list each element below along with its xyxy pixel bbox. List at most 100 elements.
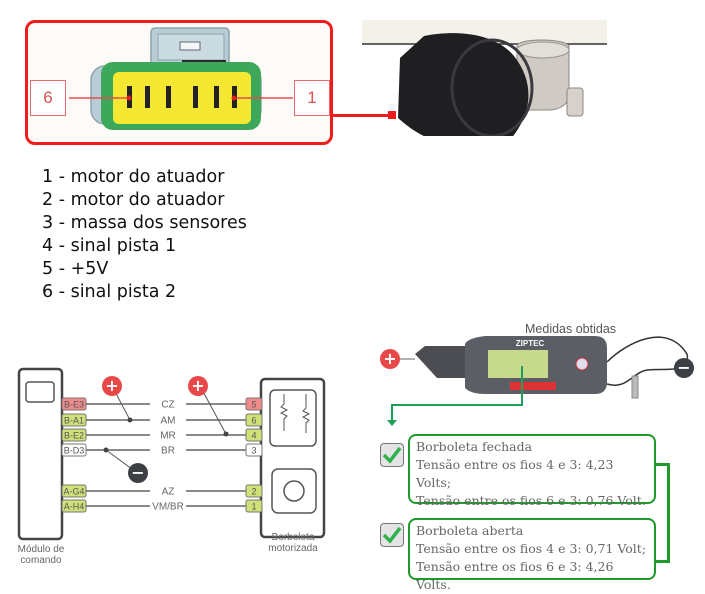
plus-symbol: + [191, 376, 204, 395]
bracket-bottom [656, 560, 670, 563]
potentiometer-1-icon [279, 394, 289, 431]
ecu-pin-label: B-E2 [64, 431, 84, 441]
result-line: Tensão entre os fios 4 e 3: 0,71 Volt; [416, 541, 647, 556]
ecu-pin-label: B-A1 [64, 416, 84, 426]
wire-color-label: MR [160, 431, 176, 442]
ecu-chip-icon [25, 381, 55, 403]
probe-dot [103, 447, 109, 453]
meter-emblem [575, 357, 589, 371]
throttle-label-line: Borboleta [271, 532, 315, 543]
ecu-pin-label: A-G4 [63, 487, 84, 497]
pin-description-item: 6 - sinal pista 2 [42, 282, 177, 302]
plus-symbol: + [383, 349, 396, 368]
result-line: Tensão entre os fios 6 e 3: 4,26 Volts. [416, 559, 614, 592]
callout-dot-1 [231, 95, 237, 101]
display-leader-down [391, 404, 393, 422]
connector-illustration [69, 27, 293, 130]
motor-block [271, 468, 317, 514]
sensor-pin-label: 6 [251, 416, 256, 426]
sensor-pin-label: 2 [251, 487, 256, 497]
bracket-vertical [667, 463, 670, 563]
throttle-bore [516, 41, 570, 59]
wire-color-label: VM/BR [152, 502, 184, 513]
sensor-pin-label: 4 [251, 431, 256, 441]
ecu-module-label: Módulo de comando [8, 544, 74, 566]
plus-marker-1 [102, 376, 122, 396]
meter-probe-grip [415, 346, 477, 378]
result-open-throttle: Borboleta aberta Tensão entre os fios 4 … [408, 518, 656, 592]
pin-description-item: 3 - massa dos sensores [42, 213, 247, 233]
wire-color-label: CZ [161, 400, 174, 411]
pin-3 [193, 86, 198, 108]
arrow-down-icon [387, 420, 397, 426]
sensor-pin-label: 1 [251, 502, 256, 512]
pin-description-list: 1 - motor do atuador 2 - motor do atuado… [42, 166, 247, 304]
display-leader-vertical [521, 366, 523, 406]
minus-marker [128, 463, 148, 483]
result-line: Tensão entre os fios 6 e 3: 0,76 Volt. [416, 493, 646, 508]
check-icon [380, 443, 404, 467]
meter-logo-strip [510, 382, 556, 390]
throttle-body-photo [362, 20, 607, 136]
result-line: Tensão entre os fios 4 e 3: 4,23 Volts; [416, 457, 614, 490]
potentiometer-2-icon [301, 394, 311, 433]
motor-icon [283, 480, 305, 502]
actuator-housing [398, 33, 529, 136]
minus-symbol: − [677, 358, 690, 377]
leader-end [388, 111, 396, 119]
wiring-diagram: B-E3 CZ 5B-A1 AM 6B-E2 MR 4B-D3 BR 3A-G4 AZ 2A-H4 V… [17, 367, 326, 541]
sensor-pin-label: 3 [251, 446, 256, 456]
multimeter-illustration: + ZIPTEC − [380, 336, 694, 399]
callout-dot-6 [126, 95, 132, 101]
meter-brand: ZIPTEC [516, 339, 545, 348]
sensor-pin-tag [245, 428, 263, 442]
sensor-pin-tag [245, 397, 263, 411]
wire-color-label: AZ [162, 487, 175, 498]
minus-symbol: − [131, 463, 144, 482]
tps-sensor-block [269, 389, 317, 447]
throttle-unit-label: Borboleta motorizada [260, 532, 326, 554]
result-title: Borboleta fechada [416, 439, 533, 454]
pin-description-item: 5 - +5V [42, 259, 109, 279]
pin-5 [145, 86, 150, 108]
sensor-pin-tag [245, 484, 263, 498]
ecu-label-line: Módulo de [17, 544, 65, 555]
pin-callout-1: 1 [294, 80, 330, 116]
pin-description-item: 1 - motor do atuador [42, 167, 225, 187]
sensor-pin-tag [245, 413, 263, 427]
sensor-pin-label: 5 [251, 400, 256, 410]
probe-dot [127, 417, 133, 423]
ecu-label-line: comando [20, 555, 62, 566]
ground-probe [631, 375, 639, 399]
result-title: Borboleta aberta [416, 523, 524, 538]
meter-plus-marker [380, 349, 400, 369]
leader-line [333, 114, 393, 117]
meter-display [488, 350, 548, 378]
meter-minus-marker [674, 358, 694, 378]
pin-callout-6: 6 [30, 80, 66, 116]
measures-title: Medidas obtidas [525, 322, 617, 336]
wire-color-label: BR [161, 446, 175, 457]
ecu-pin-label: B-D3 [64, 446, 85, 456]
probe-dot [223, 431, 229, 437]
check-icon [380, 523, 404, 547]
ecu-pin-label: A-H4 [64, 502, 85, 512]
meter-cable [606, 336, 689, 386]
pin-2 [214, 86, 219, 108]
plus-marker-2 [188, 376, 208, 396]
ecu-pin-label: B-E3 [64, 400, 84, 410]
plus-probe-line-2 [199, 385, 227, 435]
result-closed-throttle: Borboleta fechada Tensão entre os fios 4… [408, 434, 656, 508]
actuator-cover-rim [450, 38, 534, 136]
pin-description-item: 2 - motor do atuador [42, 190, 225, 210]
connector-face [113, 72, 251, 124]
plus-symbol: + [105, 376, 118, 395]
throttle-nipple [566, 87, 584, 117]
sensor-pin-tag [245, 499, 263, 513]
pin-description-item: 4 - sinal pista 1 [42, 236, 177, 256]
bracket-top [656, 463, 670, 466]
wire-color-label: AM [161, 416, 176, 427]
latch-slot [179, 41, 201, 51]
throttle-label-line: motorizada [268, 543, 318, 554]
pin-4 [166, 86, 171, 108]
